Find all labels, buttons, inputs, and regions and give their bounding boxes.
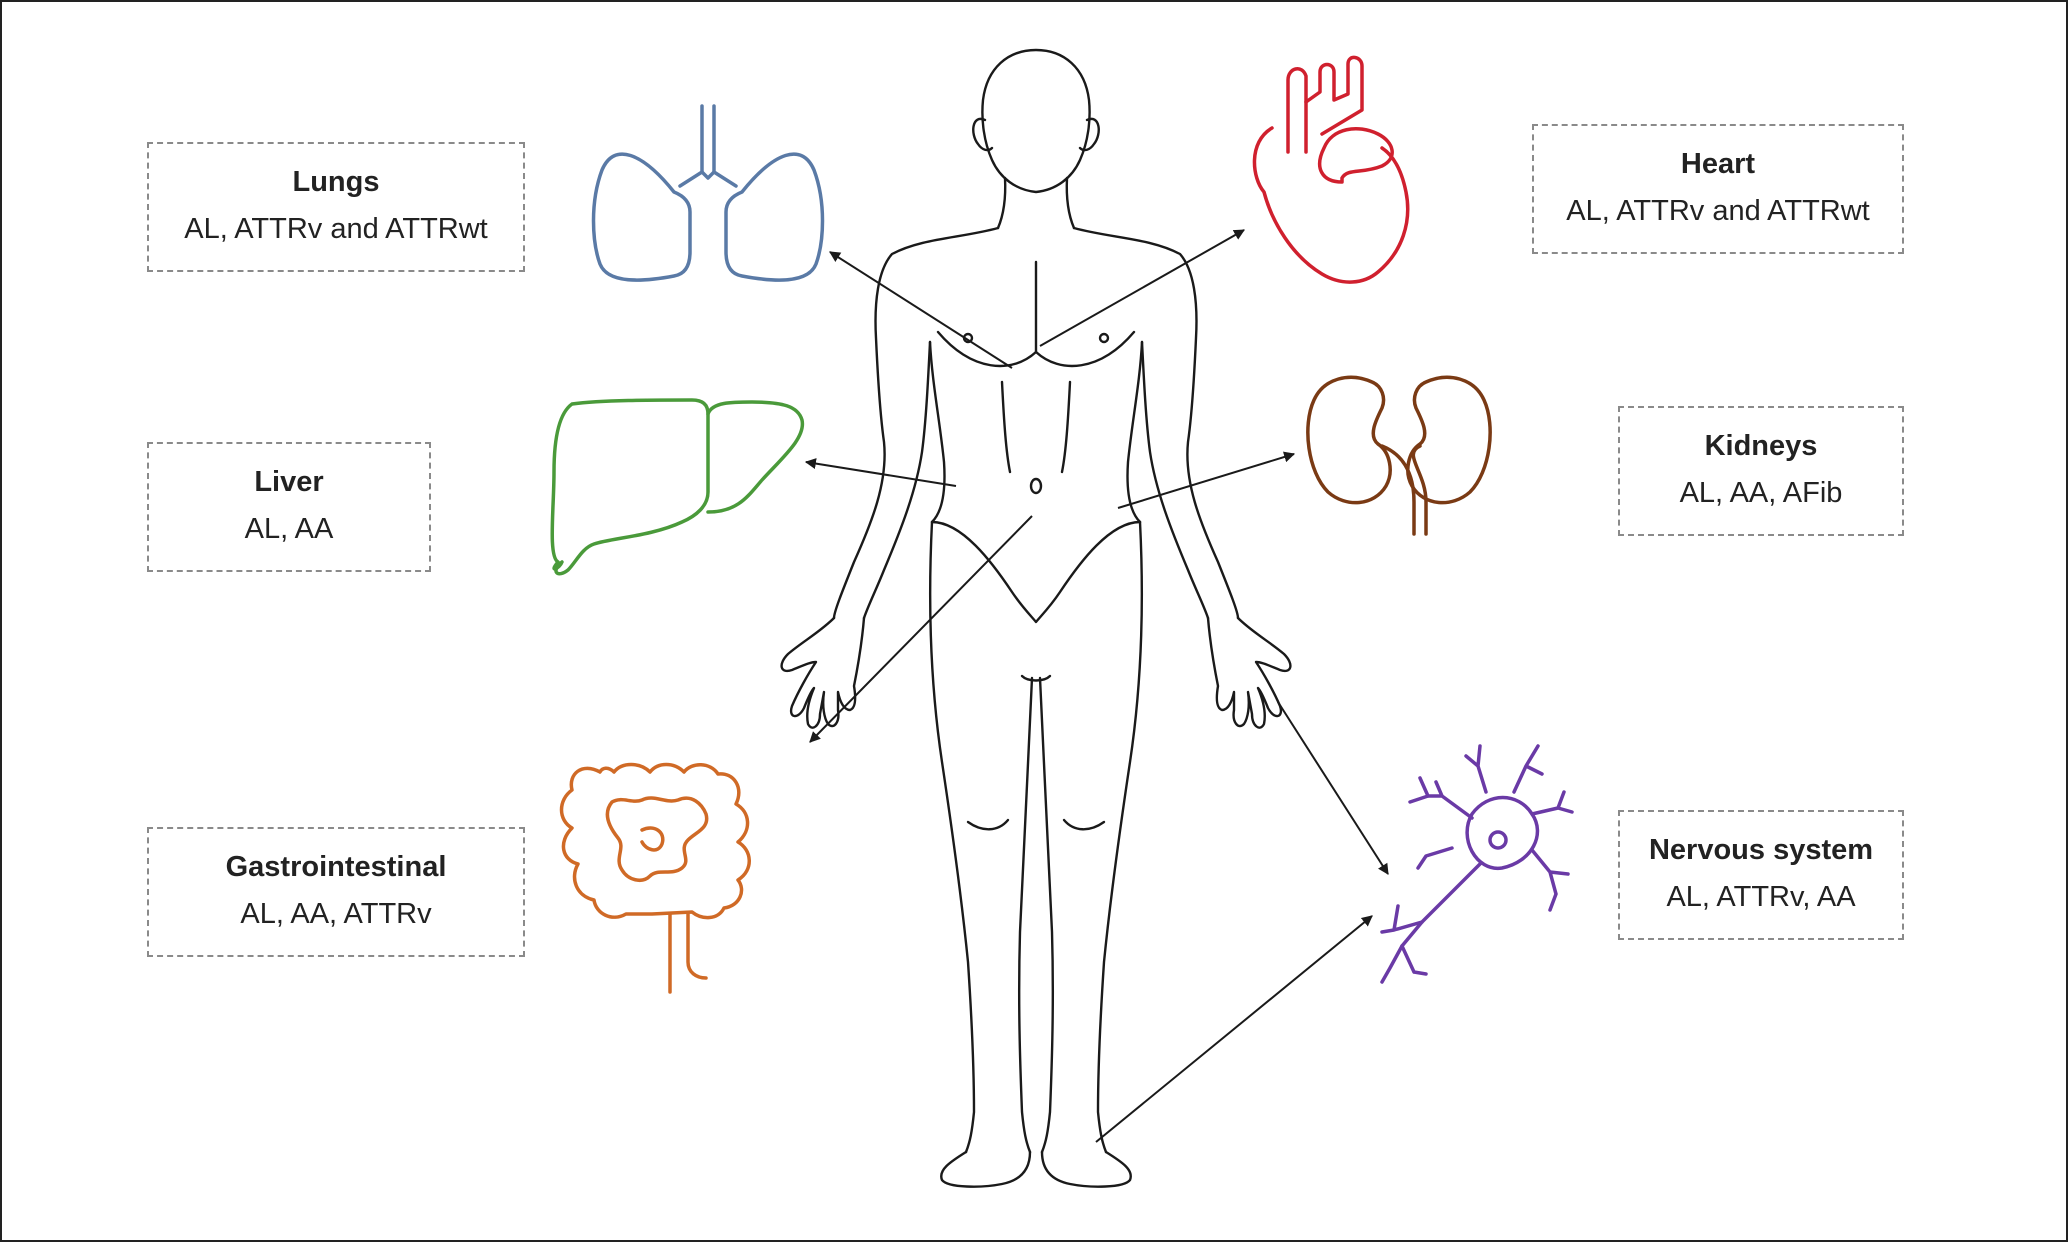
gastrointestinal-amyloid-types: AL, AA, ATTRv — [240, 898, 432, 931]
neuron-icon — [1380, 744, 1574, 984]
arrow-to-lungs — [829, 251, 1013, 369]
heart-amyloid-types: AL, ATTRv and ATTRwt — [1566, 195, 1870, 228]
lungs-amyloid-types: AL, ATTRv and ATTRwt — [184, 213, 488, 246]
intestines-icon — [559, 762, 751, 994]
nervous-system-title: Nervous system — [1648, 833, 1874, 866]
connector-arrows — [804, 229, 1389, 1143]
gastrointestinal-label-box: Gastrointestinal AL, AA, ATTRv — [147, 827, 525, 957]
kidneys-icon — [1306, 375, 1492, 536]
nervous-system-label-box: Nervous system AL, ATTRv, AA — [1618, 810, 1904, 940]
arrow-to-gastrointestinal — [809, 515, 1033, 743]
arrow-to-heart — [1039, 229, 1245, 347]
heart-title: Heart — [1680, 147, 1756, 180]
heart-label-box: Heart AL, ATTRv and ATTRwt — [1532, 124, 1904, 254]
kidneys-title: Kidneys — [1704, 429, 1818, 462]
arrow-hand-to-nervous-system — [1277, 701, 1389, 875]
arrow-to-kidneys — [1117, 451, 1296, 509]
lungs-title: Lungs — [292, 165, 380, 198]
kidneys-label-box: Kidneys AL, AA, AFib — [1618, 406, 1904, 536]
arrow-foot-to-nervous-system — [1095, 915, 1373, 1143]
nervous-system-amyloid-types: AL, ATTRv, AA — [1666, 881, 1856, 914]
kidneys-amyloid-types: AL, AA, AFib — [1679, 477, 1843, 510]
liver-label-box: Liver AL, AA — [147, 442, 431, 572]
liver-icon — [550, 398, 805, 576]
lungs-icon — [591, 104, 825, 282]
lungs-label-box: Lungs AL, ATTRv and ATTRwt — [147, 142, 525, 272]
human-body-outline — [780, 48, 1292, 1188]
liver-amyloid-types: AL, AA — [244, 513, 334, 546]
gastrointestinal-title: Gastrointestinal — [225, 850, 447, 883]
liver-title: Liver — [254, 465, 324, 498]
heart-icon — [1252, 55, 1410, 284]
arrow-to-liver — [804, 458, 957, 487]
